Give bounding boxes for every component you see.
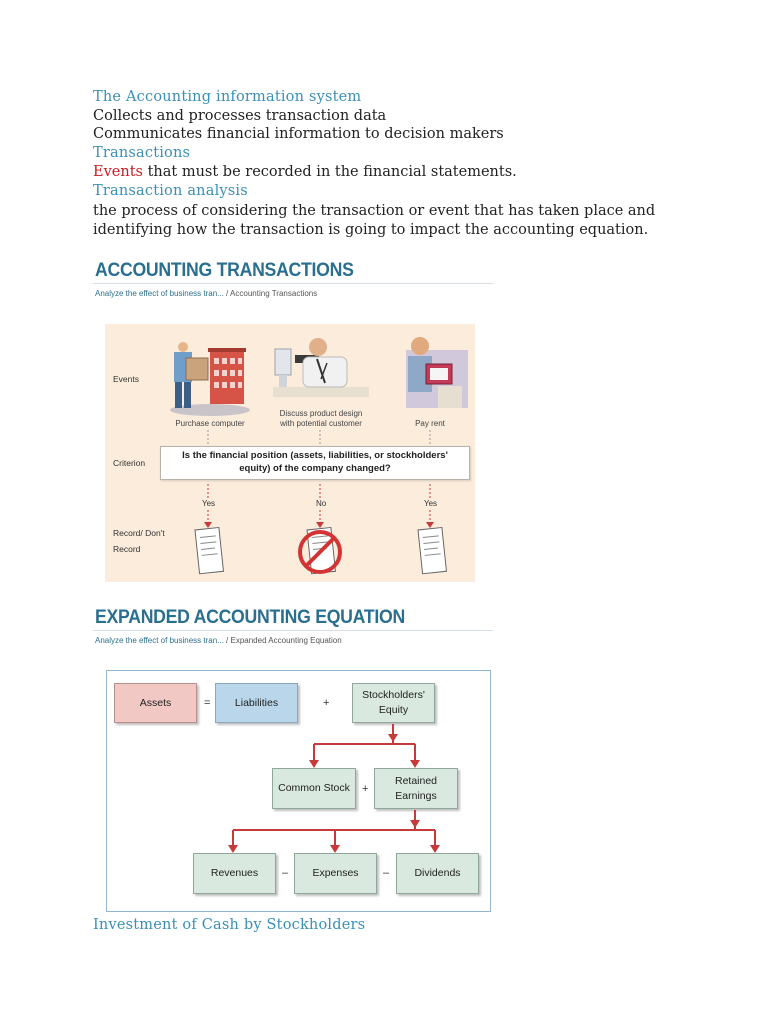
caption-discuss-1: Discuss product design <box>279 409 363 418</box>
pay-rent-illustration <box>406 337 468 408</box>
answer-yes-right: Yes <box>424 499 438 508</box>
record-arrows-and-docs <box>194 484 448 575</box>
box-expenses: Expenses <box>294 853 377 894</box>
op-plus-2: + <box>362 783 369 795</box>
criterion-text-1: Is the financial position (assets, liabi… <box>182 450 448 461</box>
caption-pay-rent: Pay rent <box>415 419 445 428</box>
heading-investment-of-cash: Investment of Cash by Stockholders <box>93 917 366 933</box>
op-minus-1: – <box>282 867 289 879</box>
op-plus-1: + <box>323 697 330 709</box>
box-dividends: Dividends <box>396 853 479 894</box>
heading-transaction-analysis: Transaction analysis <box>93 183 248 199</box>
answer-yes-left: Yes <box>202 499 216 508</box>
box-liabilities: Liabilities <box>215 683 298 723</box>
answer-no: No <box>316 499 327 508</box>
figure2-breadcrumb-rest: / Expanded Accounting Equation <box>223 636 342 645</box>
box-revenues: Revenues <box>193 853 276 894</box>
figure2-breadcrumb-link: Analyze the effect of business tran... <box>95 636 224 645</box>
figure1-breadcrumb: Analyze the effect of business tran... /… <box>95 289 317 298</box>
figure1-breadcrumb-rest: / Accounting Transactions <box>223 289 318 298</box>
discuss-design-illustration <box>273 338 369 397</box>
events-word: Events <box>93 164 143 180</box>
purchase-computer-illustration <box>170 342 250 416</box>
text-events-line: Events that must be recorded in the fina… <box>93 163 517 182</box>
box-common-stock: Common Stock <box>272 768 356 809</box>
row-label-record-1: Record/ Don't <box>113 528 165 538</box>
figure1-rule <box>93 283 493 284</box>
op-equals: = <box>204 697 211 709</box>
figure2-breadcrumb: Analyze the effect of business tran... /… <box>95 636 342 645</box>
caption-discuss-2: with potential customer <box>280 419 362 428</box>
text-para-2: identifying how the transaction is going… <box>93 222 649 238</box>
text-communicates: Communicates financial information to de… <box>93 126 504 142</box>
criterion-connectors <box>207 430 431 446</box>
row-label-events: Events <box>113 374 139 384</box>
row-label-record-2: Record <box>113 544 141 554</box>
heading-accounting-information-system: The Accounting information system <box>93 89 362 105</box>
figure1-breadcrumb-link: Analyze the effect of business tran... <box>95 289 224 298</box>
box-stockholders-equity: Stockholders' Equity <box>352 683 435 723</box>
row-label-criterion: Criterion <box>113 458 146 468</box>
text-para-1: the process of considering the transacti… <box>93 203 656 219</box>
criterion-box: Is the financial position (assets, liabi… <box>160 446 470 480</box>
equation-arrows <box>228 724 440 853</box>
figure1-title: ACCOUNTING TRANSACTIONS <box>95 260 354 281</box>
box-retained-earnings: Retained Earnings <box>374 768 458 809</box>
caption-purchase-computer: Purchase computer <box>175 419 245 428</box>
events-rest: that must be recorded in the financial s… <box>142 164 517 180</box>
box-assets: Assets <box>114 683 197 723</box>
heading-transactions: Transactions <box>93 145 191 161</box>
op-minus-2: – <box>383 867 390 879</box>
figure2-rule <box>93 630 493 631</box>
text-collects: Collects and processes transaction data <box>93 108 387 124</box>
criterion-text-2: equity) of the company changed? <box>239 463 391 474</box>
figure2-title: EXPANDED ACCOUNTING EQUATION <box>95 607 405 628</box>
